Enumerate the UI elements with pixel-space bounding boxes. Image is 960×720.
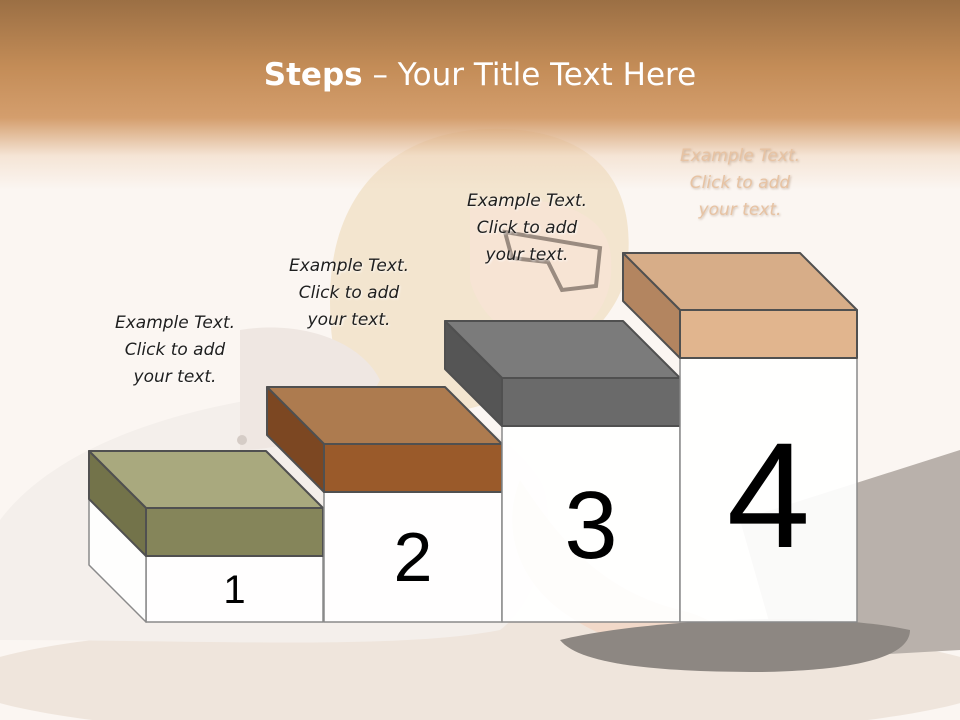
step-4-number: 4 — [726, 411, 811, 579]
step-2-caption-line-2: Click to add — [298, 283, 400, 303]
step-1-caption-line-1: Example Text. — [114, 313, 236, 333]
step-1-number: 1 — [223, 568, 246, 612]
steps-group — [88, 252, 858, 623]
step-4-block-front — [679, 309, 858, 359]
step-1-caption-line-3: your text. — [133, 367, 217, 387]
step-3-block-front — [501, 377, 681, 427]
slide-title-rest: – Your Title Text Here — [362, 57, 697, 93]
step-3-caption-line-1: Example Text. — [466, 191, 588, 211]
header-band — [0, 0, 960, 190]
step-2-block-front — [323, 443, 503, 493]
slide-title[interactable]: Steps – Your Title Text Here — [0, 52, 960, 98]
step-3-caption[interactable]: Example Text. Click to add your text. — [432, 188, 622, 269]
step-4-caption-line-1: Example Text. — [679, 146, 801, 166]
step-3-number: 3 — [564, 472, 618, 579]
step-2-caption-line-1: Example Text. — [288, 256, 410, 276]
step-4-caption-line-3: your text. — [698, 200, 782, 220]
step-1-caption-line-2: Click to add — [124, 340, 226, 360]
step-4-caption-line-2: Click to add — [689, 173, 791, 193]
step-2-caption-line-3: your text. — [307, 310, 391, 330]
slide-title-bold: Steps — [263, 57, 363, 93]
step-4-caption[interactable]: Example Text. Click to add your text. — [645, 143, 835, 224]
step-2-caption[interactable]: Example Text. Click to add your text. — [254, 253, 444, 334]
step-2-number: 2 — [393, 518, 433, 596]
step-3-caption-line-2: Click to add — [476, 218, 578, 238]
step-1-caption[interactable]: Example Text. Click to add your text. — [80, 310, 270, 391]
step-3-caption-line-3: your text. — [485, 245, 569, 265]
step-1-block-front — [145, 507, 324, 557]
